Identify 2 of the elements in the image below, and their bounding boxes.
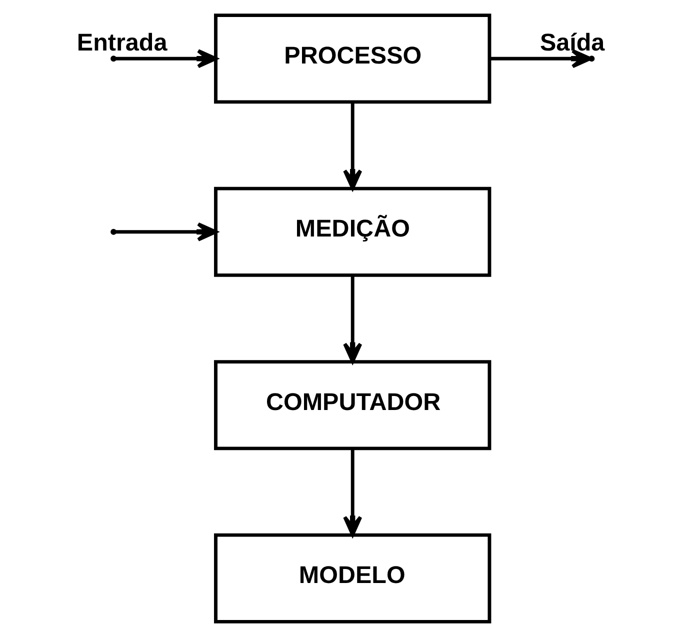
edge-label: Entrada xyxy=(76,29,167,56)
edge-label: Saída xyxy=(539,29,604,56)
